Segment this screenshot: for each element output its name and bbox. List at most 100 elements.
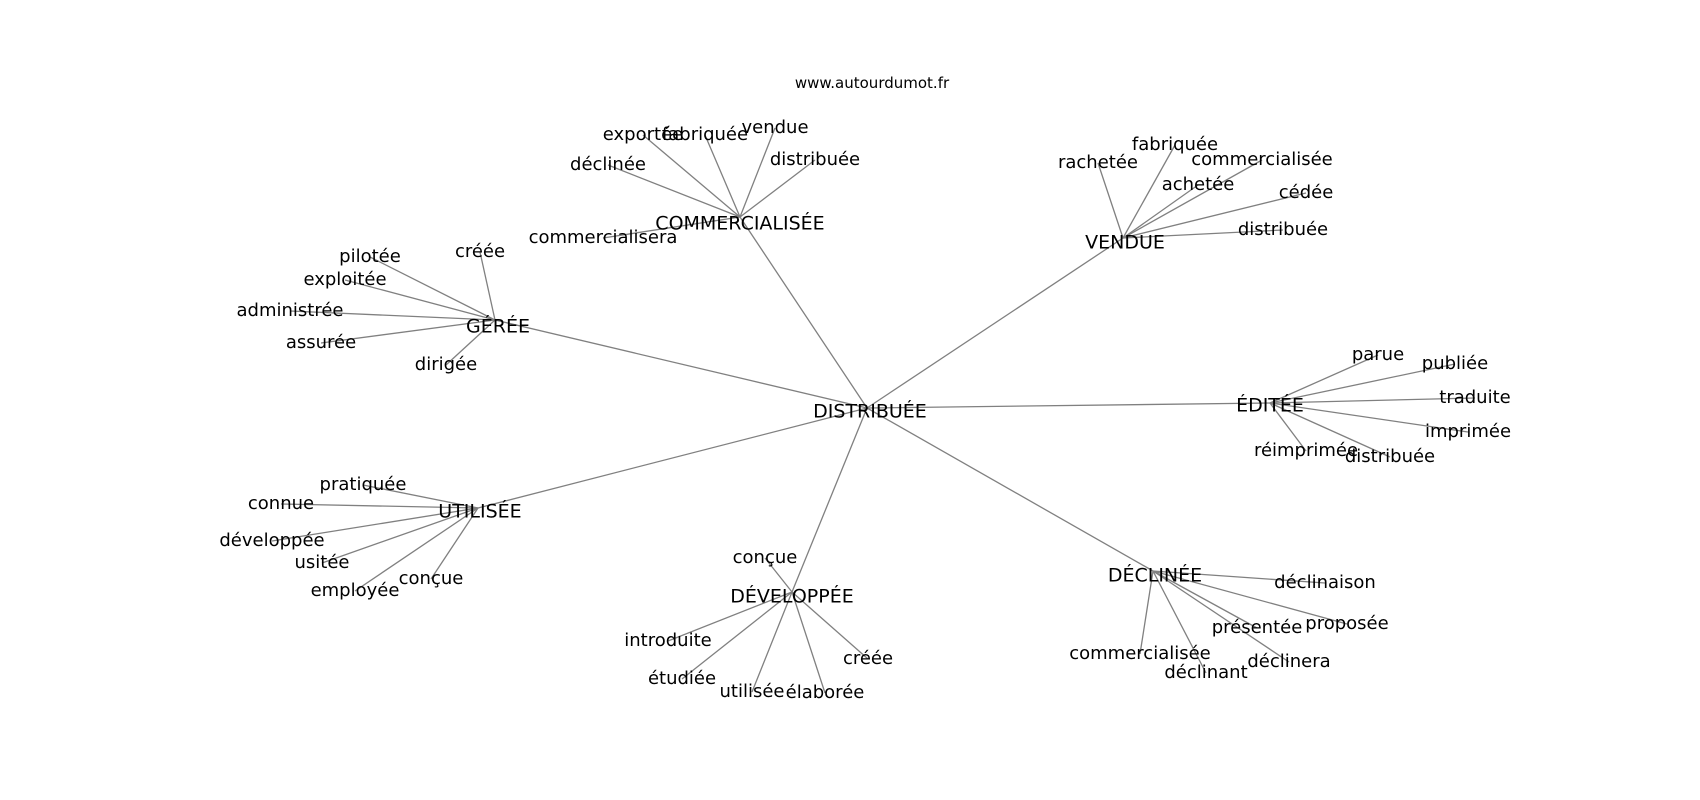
edge-vendue-leaf-4 xyxy=(1122,192,1307,239)
edge-center-commercialisee xyxy=(739,216,868,409)
edge-commercialisee-leaf-1 xyxy=(704,134,741,218)
leaf-node-developpee-1: introduite xyxy=(624,630,711,651)
leaf-node-geree-5: dirigée xyxy=(415,354,477,375)
leaf-node-commercialisee-0: exportée xyxy=(603,124,683,145)
leaf-node-editee-0: parue xyxy=(1352,344,1404,365)
leaf-node-editee-3: imprimée xyxy=(1425,421,1511,442)
leaf-node-editee-1: publiée xyxy=(1422,353,1488,374)
edge-editee-leaf-0 xyxy=(1269,354,1379,404)
edge-editee-leaf-5 xyxy=(1269,402,1391,458)
hub-node-geree: GÉRÉE xyxy=(466,315,530,338)
source-label: www.autourdumot.fr xyxy=(795,74,950,92)
leaf-node-geree-0: pilotée xyxy=(339,246,401,267)
edge-geree-leaf-3 xyxy=(289,310,496,321)
leaf-node-editee-4: réimprimée xyxy=(1254,440,1358,461)
edge-center-developpee xyxy=(791,407,868,593)
edge-geree-leaf-1 xyxy=(479,251,496,321)
leaf-node-developpee-2: étudiée xyxy=(648,668,716,689)
edge-editee-leaf-4 xyxy=(1269,402,1307,452)
edge-utilisee-leaf-0 xyxy=(362,484,479,509)
leaf-node-commercialisee-2: vendue xyxy=(741,117,808,138)
leaf-node-vendue-2: commercialisée xyxy=(1191,149,1333,170)
leaf-node-declinee-1: proposée xyxy=(1305,613,1388,634)
edge-developpee-leaf-5 xyxy=(791,591,869,660)
edge-developpee-leaf-2 xyxy=(681,591,793,680)
edge-geree-leaf-5 xyxy=(445,319,496,366)
edge-developpee-leaf-4 xyxy=(791,591,826,694)
center-node-label: DISTRIBUÉE xyxy=(813,400,927,423)
edge-vendue-leaf-0 xyxy=(1122,144,1176,239)
leaf-node-declinee-5: déclinant xyxy=(1164,662,1247,683)
leaf-node-commercialisee-3: déclinée xyxy=(570,154,646,175)
hub-node-commercialisee: COMMERCIALISÉE xyxy=(655,212,824,235)
edge-editee-leaf-1 xyxy=(1269,363,1456,404)
edge-commercialisee-leaf-4 xyxy=(739,159,816,218)
edge-commercialisee-leaf-3 xyxy=(607,164,741,218)
edge-declinee-leaf-4 xyxy=(1152,570,1290,663)
leaf-node-utilisee-1: connue xyxy=(248,493,314,514)
leaf-node-geree-2: exploitée xyxy=(303,269,386,290)
leaf-node-utilisee-2: développée xyxy=(219,530,324,551)
leaf-node-vendue-1: rachetée xyxy=(1058,152,1138,173)
leaf-node-developpee-3: utilisée xyxy=(720,681,785,702)
leaf-node-geree-4: assurée xyxy=(286,332,356,353)
edge-center-vendue xyxy=(866,237,1124,409)
hub-node-utilisee: UTILISÉE xyxy=(438,500,521,523)
leaf-node-geree-1: créée xyxy=(455,241,505,262)
leaf-node-declinee-4: déclinera xyxy=(1247,651,1330,672)
edge-vendue-leaf-2 xyxy=(1122,159,1263,239)
leaf-node-declinee-0: déclinaison xyxy=(1274,572,1376,593)
leaf-node-utilisee-5: employée xyxy=(311,580,400,601)
leaf-node-editee-2: traduite xyxy=(1439,387,1510,408)
leaf-node-declinee-2: présentée xyxy=(1212,617,1303,638)
hub-node-declinee: DÉCLINÉE xyxy=(1108,564,1202,587)
edge-developpee-leaf-3 xyxy=(751,591,793,693)
edge-vendue-leaf-1 xyxy=(1097,162,1124,239)
edge-utilisee-leaf-4 xyxy=(430,507,479,580)
edge-geree-leaf-4 xyxy=(320,319,496,344)
edge-commercialisee-leaf-2 xyxy=(739,127,776,218)
edge-geree-leaf-2 xyxy=(344,279,496,321)
edge-declinee-leaf-3 xyxy=(1139,570,1154,655)
leaf-node-developpee-4: élaborée xyxy=(786,682,865,703)
leaf-node-commercialisee-1: fabriquée xyxy=(662,124,748,145)
graph-labels: DISTRIBUÉECOMMERCIALISÉEexportéefabriqué… xyxy=(219,117,1511,703)
edge-editee-leaf-2 xyxy=(1269,397,1476,404)
edge-utilisee-leaf-5 xyxy=(354,507,479,592)
edge-center-editee xyxy=(866,402,1271,409)
leaf-node-developpee-5: créée xyxy=(843,648,893,669)
leaf-node-commercialisee-4: distribuée xyxy=(770,149,860,170)
leaf-node-vendue-3: achetée xyxy=(1162,174,1235,195)
leaf-node-utilisee-3: usitée xyxy=(295,552,350,573)
edge-developpee-leaf-1 xyxy=(667,591,793,642)
edge-declinee-leaf-0 xyxy=(1152,570,1326,584)
edge-developpee-leaf-0 xyxy=(764,557,793,593)
edge-commercialisee-leaf-5 xyxy=(602,216,741,239)
leaf-node-editee-5: distribuée xyxy=(1345,446,1435,467)
edge-center-declinee xyxy=(866,407,1154,572)
leaf-node-declinee-3: commercialisée xyxy=(1069,643,1211,664)
edge-vendue-leaf-5 xyxy=(1122,229,1284,239)
leaf-node-vendue-5: distribuée xyxy=(1238,219,1328,240)
edge-utilisee-leaf-1 xyxy=(280,503,479,509)
leaf-node-vendue-4: cédée xyxy=(1279,182,1334,203)
edge-center-utilisee xyxy=(477,407,868,509)
edge-declinee-leaf-2 xyxy=(1152,570,1258,629)
leaf-node-vendue-0: fabriquée xyxy=(1132,134,1218,155)
edge-commercialisee-leaf-0 xyxy=(642,134,741,218)
edge-utilisee-leaf-3 xyxy=(321,507,479,564)
hub-node-vendue: VENDUE xyxy=(1085,232,1165,254)
edge-editee-leaf-3 xyxy=(1269,402,1469,433)
leaf-node-developpee-0: conçue xyxy=(733,547,798,568)
hub-node-developpee: DÉVELOPPÉE xyxy=(730,585,853,608)
leaf-node-utilisee-0: pratiquée xyxy=(320,474,407,495)
edge-utilisee-leaf-2 xyxy=(271,507,479,542)
edge-vendue-leaf-3 xyxy=(1122,184,1199,239)
edge-declinee-leaf-5 xyxy=(1152,570,1207,674)
edge-declinee-leaf-1 xyxy=(1152,570,1348,625)
graph-edges xyxy=(271,127,1476,694)
edge-geree-leaf-0 xyxy=(369,256,496,321)
edge-center-geree xyxy=(494,319,868,409)
leaf-node-geree-3: administrée xyxy=(237,300,344,321)
